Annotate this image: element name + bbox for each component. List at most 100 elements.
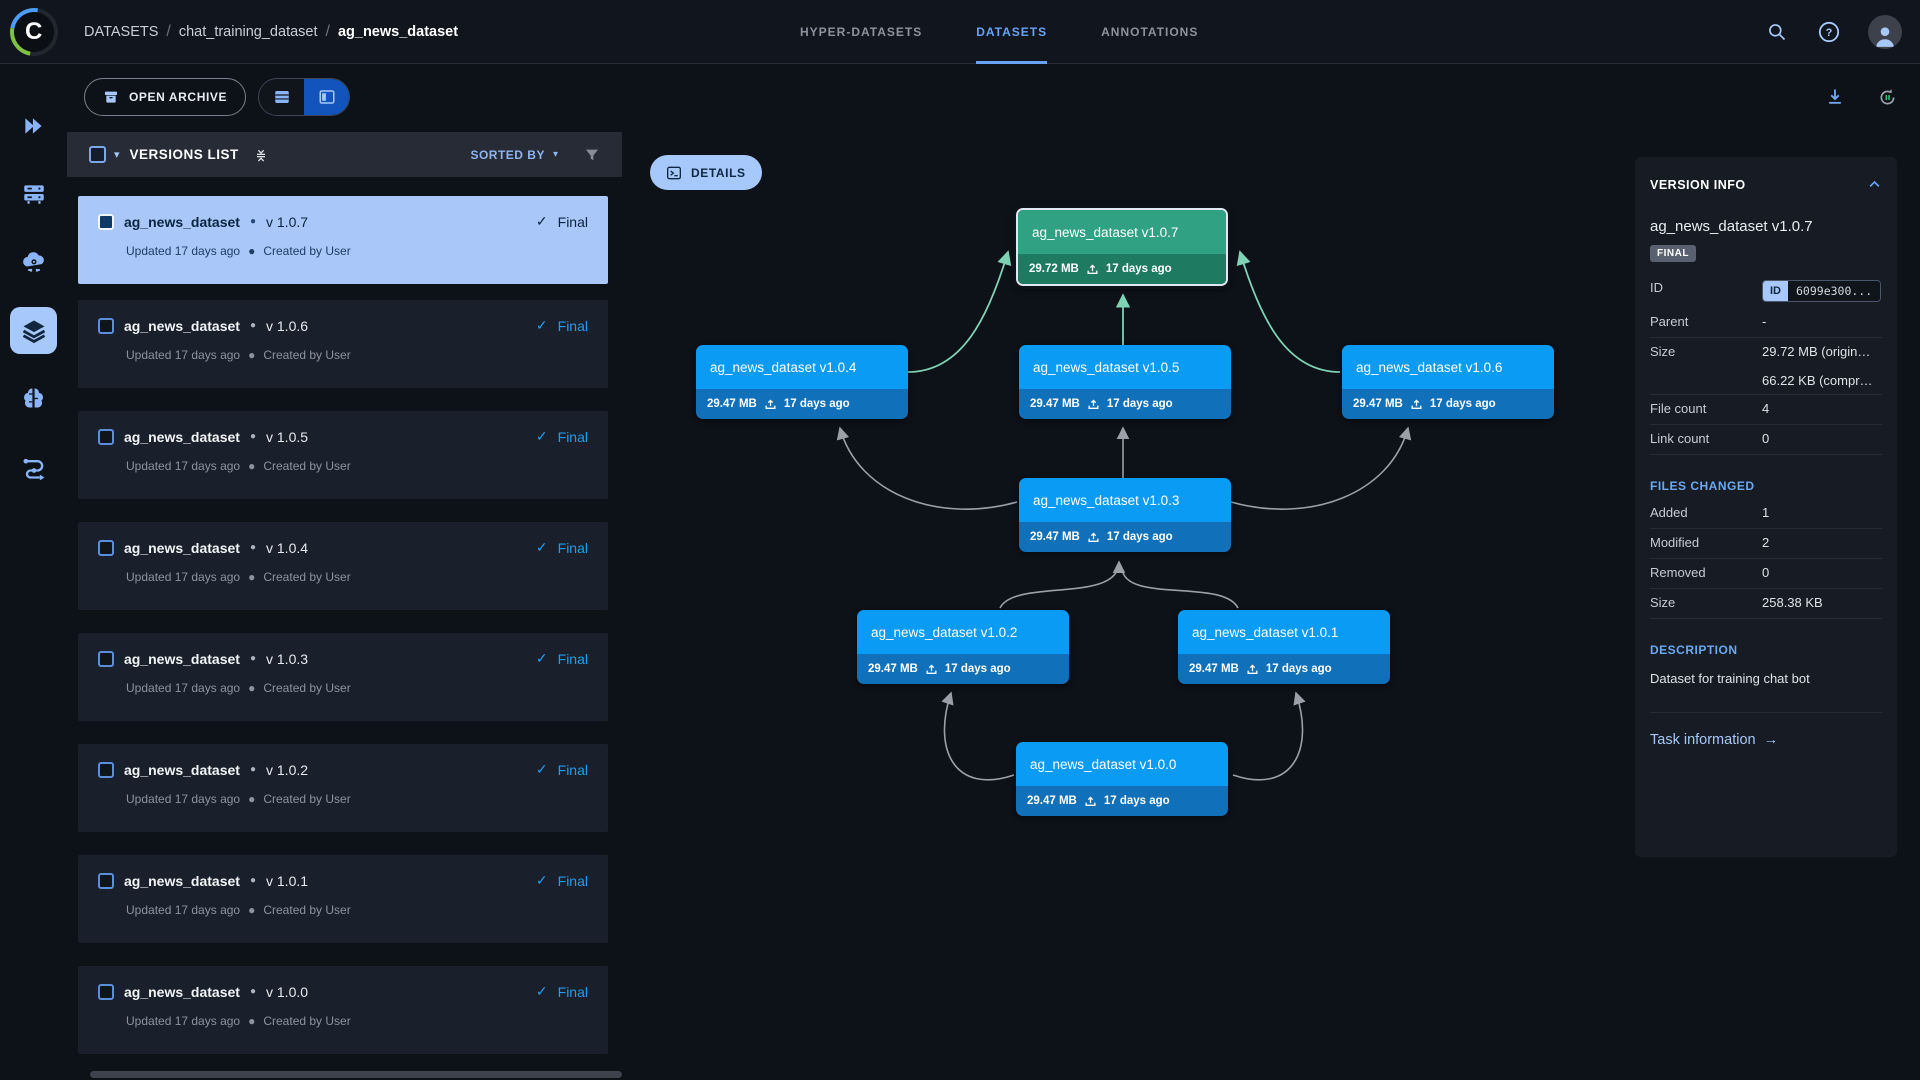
user-avatar[interactable] [1868,15,1902,49]
horizontal-scrollbar[interactable] [90,1071,622,1078]
clearml-logo[interactable]: C [0,0,68,66]
breadcrumb-root[interactable]: DATASETS [84,24,159,40]
upload-icon [765,399,776,409]
table-view-button[interactable] [259,79,304,115]
added-label: Added [1650,505,1688,520]
separator-dot: ● [248,348,256,362]
tab-datasets[interactable]: DATASETS [976,0,1048,64]
separator-dot: ● [249,542,256,553]
nav-workers-queues-icon[interactable] [10,170,57,217]
collapse-panel-icon[interactable] [1867,177,1882,192]
status-label: Final [557,428,588,445]
view-mode-toggle [258,78,350,116]
dataset-name: ag_news_dataset [124,428,240,445]
graph-node-v1-0-2[interactable]: ag_news_dataset v1.0.2 29.47 MB 17 days … [857,610,1069,684]
node-label: ag_news_dataset v1.0.5 [1019,345,1231,389]
separator-dot: ● [248,1014,256,1028]
nav-models-icon[interactable] [10,375,57,422]
dataset-name: ag_news_dataset [124,761,240,778]
changed-size-value: 258.38 KB [1762,595,1823,610]
check-icon: ✓ [535,983,548,999]
upload-icon [926,664,937,674]
updated-text: Updated 17 days ago [126,1014,241,1028]
nav-projects-icon[interactable] [10,102,57,149]
tab-hyper-datasets[interactable]: HYPER-DATASETS [800,25,923,39]
separator-dot: ● [249,875,256,886]
updated-text: Updated 17 days ago [126,681,241,695]
search-icon[interactable] [1764,19,1790,45]
graph-node-v1-0-3[interactable]: ag_news_dataset v1.0.3 29.47 MB 17 days … [1019,478,1231,552]
download-icon[interactable] [1822,84,1848,110]
version-list-item[interactable]: ag_news_dataset ● v 1.0.1 ✓ Final Update… [78,855,608,943]
task-information-link[interactable]: Task information → [1650,732,1778,748]
status-label: Final [557,983,588,1000]
graph-node-v1-0-6[interactable]: ag_news_dataset v1.0.6 29.47 MB 17 days … [1342,345,1554,419]
version-list-item[interactable]: ag_news_dataset ● v 1.0.3 ✓ Final Update… [78,633,608,721]
version-list-item[interactable]: ag_news_dataset ● v 1.0.5 ✓ Final Update… [78,411,608,499]
node-size: 29.47 MB [707,398,757,410]
graph-node-v1-0-7[interactable]: ag_news_dataset v1.0.7 29.72 MB 17 days … [1016,208,1228,286]
details-button[interactable]: DETAILS [650,155,762,190]
nav-cloud-autoscaler-icon[interactable] [10,239,57,286]
node-age: 17 days ago [1106,398,1173,410]
breadcrumb-separator: / [325,23,330,40]
versions-list-title: VERSIONS LIST [129,147,239,162]
created-text: Created by User [263,244,351,258]
archive-icon [105,91,117,103]
tab-annotations[interactable]: ANNOTATIONS [1101,25,1199,39]
open-archive-button[interactable]: OPEN ARCHIVE [84,78,247,116]
checkbox[interactable] [98,317,114,334]
node-size: 29.47 MB [1189,663,1239,675]
checkbox[interactable] [98,983,114,1000]
separator-dot: ● [248,792,256,806]
nav-pipelines-icon[interactable] [10,443,57,490]
auto-refresh-icon[interactable] [1874,84,1900,110]
status-label: Final [557,761,588,778]
breadcrumb-dataset[interactable]: ag_news_dataset [337,24,459,40]
graph-node-v1-0-1[interactable]: ag_news_dataset v1.0.1 29.47 MB 17 days … [1178,610,1390,684]
table-view-icon [274,91,289,103]
version-list-item[interactable]: ag_news_dataset ● v 1.0.2 ✓ Final Update… [78,744,608,832]
check-icon: ✓ [535,761,548,777]
added-value: 1 [1762,505,1770,520]
version-list-item[interactable]: ag_news_dataset ● v 1.0.7 ✓ Final Update… [78,196,608,284]
select-all-checkbox[interactable] [89,146,106,163]
select-all-caret-icon[interactable]: ▾ [114,149,120,161]
checkbox[interactable] [98,761,114,778]
id-chip[interactable]: ID 6099e300... [1762,280,1882,302]
filter-icon[interactable] [584,147,600,163]
versions-list-header: ▾ VERSIONS LIST SORTED BY ▾ [67,132,622,177]
created-text: Created by User [263,1014,351,1028]
checkbox[interactable] [98,428,114,445]
breadcrumb-project[interactable]: chat_training_dataset [178,24,318,40]
version-list-item[interactable]: ag_news_dataset ● v 1.0.6 ✓ Final Update… [78,300,608,388]
version-list-item[interactable]: ag_news_dataset ● v 1.0.0 ✓ Final Update… [78,966,608,1054]
node-label: ag_news_dataset v1.0.2 [857,610,1069,654]
check-icon: ✓ [535,872,548,888]
graph-node-v1-0-0[interactable]: ag_news_dataset v1.0.0 29.47 MB 17 days … [1016,742,1228,816]
status-label: Final [557,539,588,556]
checkbox[interactable] [98,872,114,889]
modified-label: Modified [1650,535,1700,550]
separator-dot: ● [249,653,256,664]
split-view-button[interactable] [304,79,349,115]
nav-datasets-icon[interactable] [10,307,57,354]
size-label: Size [1650,344,1676,359]
status-label: Final [557,213,588,230]
upload-icon [1088,399,1099,409]
sorted-by-caret-icon[interactable]: ▾ [552,149,558,160]
sorted-by-dropdown[interactable]: SORTED BY [470,147,545,162]
checkbox[interactable] [98,213,114,230]
left-navigation-rail [0,64,67,1080]
help-icon[interactable]: ? [1816,19,1842,45]
checkbox[interactable] [98,539,114,556]
dataset-name: ag_news_dataset [124,317,240,334]
terminal-icon [667,166,681,179]
version-list-item[interactable]: ag_news_dataset ● v 1.0.4 ✓ Final Update… [78,522,608,610]
checkbox[interactable] [98,650,114,667]
node-label: ag_news_dataset v1.0.1 [1178,610,1390,654]
open-archive-label: OPEN ARCHIVE [129,90,228,104]
collapse-rows-icon[interactable] [253,147,269,163]
graph-node-v1-0-4[interactable]: ag_news_dataset v1.0.4 29.47 MB 17 days … [696,345,908,419]
graph-node-v1-0-5[interactable]: ag_news_dataset v1.0.5 29.47 MB 17 days … [1019,345,1231,419]
